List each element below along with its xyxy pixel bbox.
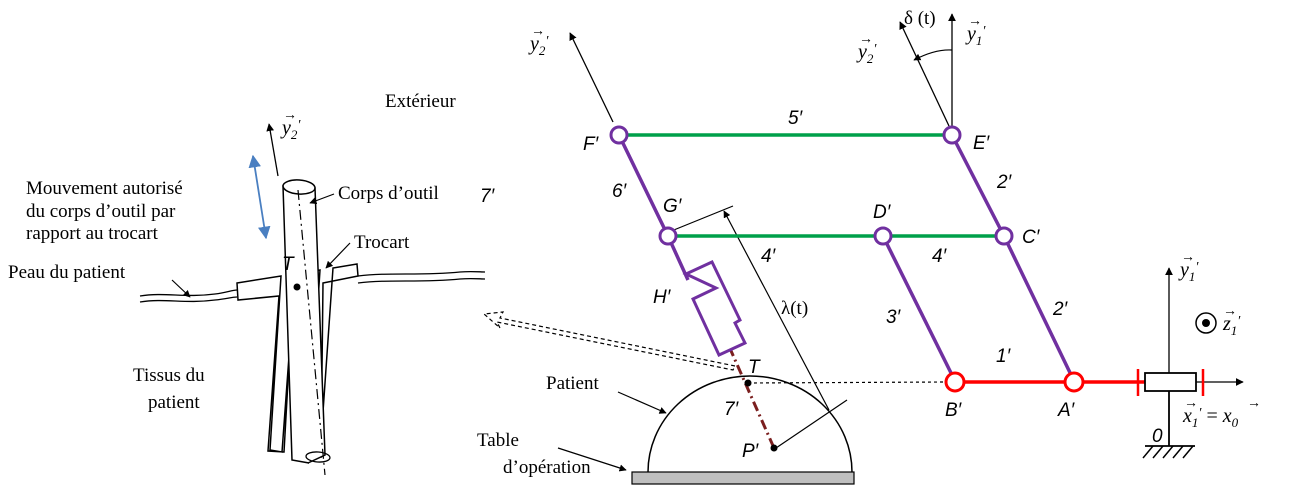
vector-arrow-glyph: → [1181,250,1195,265]
label-G: G′ [663,196,683,217]
movement-arrow [248,154,271,240]
table-label-1: Table [477,430,519,451]
label-E: E′ [973,133,991,154]
patient-label: Patient [546,373,599,394]
prismatic-H [682,260,748,357]
link-6-upper [617,134,670,237]
label-D: D′ [873,202,892,223]
point-T-right [744,379,752,387]
label-link-3: 3′ [886,307,902,328]
vector-arrow-glyph: → [1184,396,1198,411]
label-link-6: 6′ [612,181,628,202]
skin-line-lower [139,296,238,303]
label-C: C′ [1022,227,1041,248]
lambda-label: λ(t) [781,298,808,319]
lambda-dim [723,210,830,411]
joint-A [1063,371,1085,393]
label-A: A′ [1057,400,1076,421]
skin-line-upper [139,289,238,297]
tool-body [282,185,326,464]
tissue-label-1: Tissus du [133,365,205,386]
movement-label-3: rapport au trocart [26,223,159,244]
trocart-label: Trocart [354,232,410,253]
tool-body-bottom [305,451,331,463]
axis-y2-left-label: y2′ [280,117,301,142]
table-label-2: d’opération [503,457,591,478]
joint-G [658,226,678,246]
leader-corps [309,193,335,205]
link-3 [881,235,957,382]
vector-arrow-glyph: → [859,32,873,47]
label-link-2b: 2′ [1052,299,1069,320]
leader-trocart [325,242,351,269]
joint-B [944,371,966,393]
axis-z1-dot [1202,319,1210,327]
joint-E [942,125,962,145]
label-P: P′ [742,441,760,462]
label-link-2a: 2′ [996,172,1013,193]
point-P [770,444,778,452]
skin-line-lower-right [357,277,486,284]
zoom-arrow [482,311,736,371]
label-T: T [748,357,761,378]
axis-y2-top-label: y2′ [856,41,877,66]
leader-table [557,447,627,472]
label-B: B′ [945,400,963,421]
axis-y2-link6 [569,32,614,123]
axis-y2-top [899,21,950,127]
operating-table [631,471,855,485]
axis-z1-label: z1′ [1222,313,1241,338]
delta-arc [913,49,953,61]
patient-dome [647,375,853,473]
link-2-lower [1002,235,1076,382]
vector-arrow-glyph: → [1223,304,1237,319]
point-T-left [293,283,301,291]
vector-arrow-glyph: → [968,14,982,29]
exterior-label: Extérieur [385,91,456,112]
axis-y1-frame-label: y1′ [1178,259,1199,284]
delta-label: δ (t) [904,8,936,29]
vector-arrow-glyph: → [1247,396,1261,411]
point-T-left-label: T [282,254,295,275]
leader-skin [171,279,191,298]
vector-arrow-glyph: → [283,108,297,123]
label-link-4b: 4′ [932,246,948,267]
movement-label-1: Mouvement autorisé [26,178,183,199]
joint-F [609,125,629,145]
tool-body-number: 7′ [480,186,496,207]
link-2-upper [950,134,1006,237]
movement-label-2: du corps d’outil par [26,201,176,222]
right-figure: Extérieur Patient Table d’opération F′ E… [385,8,1261,485]
label-F: F′ [583,134,600,155]
tool-body-label: Corps d’outil [338,183,439,204]
label-link-5: 5′ [788,108,804,129]
skin-label: Peau du patient [8,262,126,283]
label-link-1: 1′ [996,346,1012,367]
tissue-label-2: patient [148,392,200,413]
skin-line-upper-right [357,270,486,277]
ground-hatch [1142,445,1194,459]
joint-C [994,226,1014,246]
left-figure: y2′ → Mouvement autorisé du corps d’outi… [8,108,496,476]
leader-patient [617,391,667,414]
label-link-7: 7′ [724,399,740,420]
joint-D [873,226,893,246]
axis-y2-left [266,123,279,177]
vector-arrow-glyph: → [531,24,545,39]
slider-block [1144,372,1197,392]
label-H: H′ [653,287,672,308]
axis-y1-top-label: y1′ [965,23,986,48]
lambda-ext-P [775,399,848,449]
tool-axis [297,189,326,476]
label-zero: 0 [1152,426,1163,447]
dotted-T-B [747,381,947,384]
axis-x-label: x1′ = x0 [1182,405,1239,430]
axis-y2-link6-label: y2′ [528,33,549,58]
label-link-4a: 4′ [761,246,777,267]
